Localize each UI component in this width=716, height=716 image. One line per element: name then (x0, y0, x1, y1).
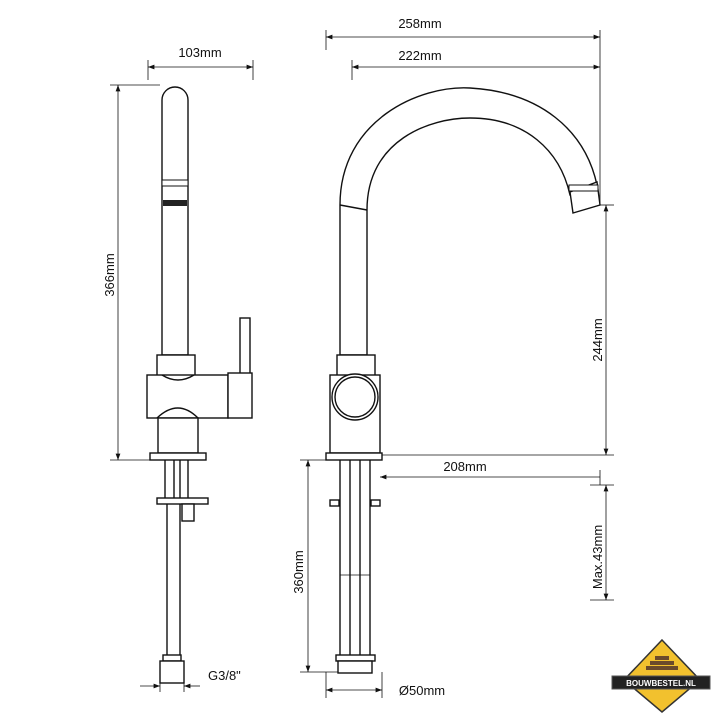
dim-total-reach: 258mm (398, 16, 441, 31)
dim-side-height: 366mm (102, 253, 117, 296)
side-view-dimensions (110, 60, 254, 692)
front-view-faucet (325, 87, 601, 674)
dim-connection: G3/8" (208, 668, 241, 683)
dim-hose-length: 360mm (291, 550, 306, 593)
dim-spout-height: 244mm (590, 318, 605, 361)
front-view-dimensions (300, 30, 614, 698)
dim-spout-projection: 208mm (443, 459, 486, 474)
side-view-faucet (146, 86, 253, 684)
bouwbestel-logo: BOUWBESTEL.NL (611, 638, 711, 713)
dim-spout-reach: 222mm (398, 48, 441, 63)
dim-side-width: 103mm (178, 45, 221, 60)
dim-hole-diameter: Ø50mm (399, 683, 445, 698)
dim-max-deck-thickness: Max.43mm (590, 525, 605, 589)
logo-text: BOUWBESTEL.NL (626, 679, 696, 688)
